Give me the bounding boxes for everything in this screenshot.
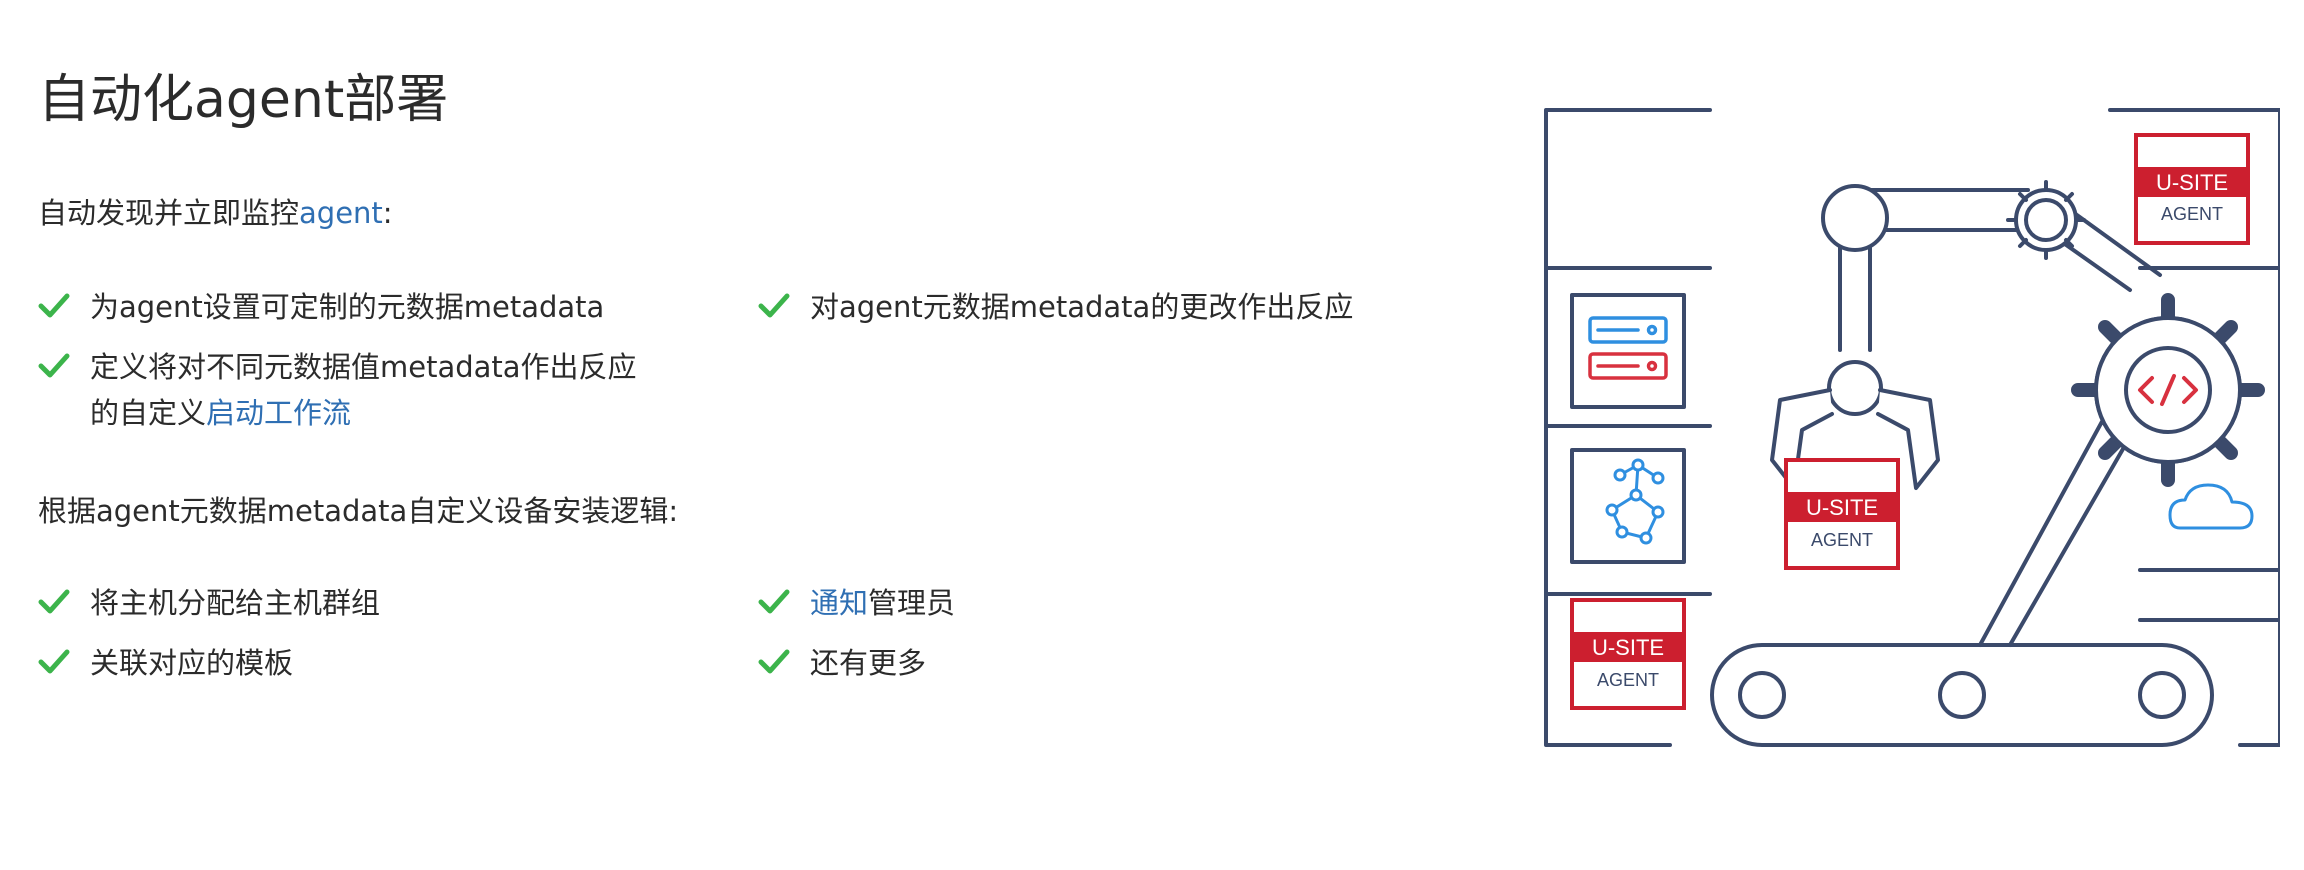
section1-list: 为agent设置可定制的元数据metadata 对agent元数据metadat…: [38, 284, 1458, 430]
section1-intro: 自动发现并立即监控agent:: [38, 192, 393, 234]
workflow-icon: [1605, 458, 1665, 545]
section2-list: 将主机分配给主机群组 通知管理员 关联对应的模板 还有更多: [38, 580, 1458, 700]
usite-agent-badge-top-right: U-SITE AGENT: [2134, 133, 2250, 245]
list-item-text: 对agent元数据metadata的更改作出反应: [810, 290, 1354, 324]
check-icon: [758, 640, 794, 686]
badge-bottom-text: AGENT: [1597, 670, 1659, 690]
list-item: 定义将对不同元数据值metadata作出反应 的自定义启动工作流: [38, 344, 637, 436]
frame-right: [2108, 108, 2280, 747]
check-icon: [38, 580, 74, 626]
badge-top-text: U-SITE: [1592, 635, 1664, 660]
check-icon: [38, 344, 74, 390]
list-item: 通知管理员: [758, 580, 955, 626]
server-box: [1570, 293, 1686, 409]
list-item-text: 通知管理员: [810, 580, 955, 626]
list-item-text: 为agent设置可定制的元数据metadata: [90, 290, 605, 324]
list-item: 为agent设置可定制的元数据metadata: [38, 284, 604, 330]
list-item-line1: 定义将对不同元数据值metadata作出反应: [90, 350, 637, 384]
list-item: 对agent元数据metadata的更改作出反应: [758, 284, 1353, 330]
page-title: 自动化agent部署: [38, 70, 449, 130]
check-icon: [758, 580, 794, 626]
agent-link[interactable]: agent: [299, 196, 383, 230]
notify-link[interactable]: 通知: [810, 586, 869, 620]
badge-top-text: U-SITE: [1806, 495, 1878, 520]
small-gear: [2006, 180, 2086, 260]
list-item-text: 关联对应的模板: [90, 646, 294, 680]
badge-bottom-text: AGENT: [1811, 530, 1873, 550]
list-item: 将主机分配给主机群组: [38, 580, 380, 626]
check-icon: [758, 284, 794, 330]
list-item: 关联对应的模板: [38, 640, 293, 686]
list-item-text: 定义将对不同元数据值metadata作出反应 的自定义启动工作流: [90, 344, 637, 436]
usite-agent-badge-bottom-left: U-SITE AGENT: [1570, 598, 1686, 710]
list-item-line2-text: 的自定义: [90, 396, 207, 430]
list-item-text-suffix: 管理员: [868, 586, 956, 620]
section2-intro: 根据agent元数据metadata自定义设备安装逻辑:: [38, 494, 679, 528]
usite-agent-badge-gripper: U-SITE AGENT: [1784, 458, 1900, 570]
list-item: 还有更多: [758, 640, 926, 686]
content: 自动化agent部署 自动发现并立即监控agent: 为agent设置可定制的元…: [38, 60, 1458, 680]
list-item-text: 还有更多: [810, 646, 927, 680]
workflow-box: [1570, 448, 1686, 564]
conveyor-belt: [1710, 643, 2214, 747]
badge-bottom-text: AGENT: [2161, 204, 2223, 224]
section1-intro-text: 自动发现并立即监控: [38, 196, 300, 230]
startup-workflow-link[interactable]: 启动工作流: [206, 396, 352, 430]
cloud-icon: [2168, 483, 2254, 530]
list-item-line2: 的自定义启动工作流: [90, 390, 637, 436]
check-icon: [38, 640, 74, 686]
section1-intro-colon: :: [382, 196, 393, 230]
code-icon: [2138, 374, 2198, 406]
list-item-text: 将主机分配给主机群组: [90, 586, 381, 620]
server-icon: [1588, 316, 1668, 380]
robot-arm-illustration: U-SITE AGENT U-SITE AGENT U-SITE AGENT: [1544, 108, 2280, 747]
check-icon: [38, 284, 74, 330]
badge-top-text: U-SITE: [2156, 170, 2228, 195]
